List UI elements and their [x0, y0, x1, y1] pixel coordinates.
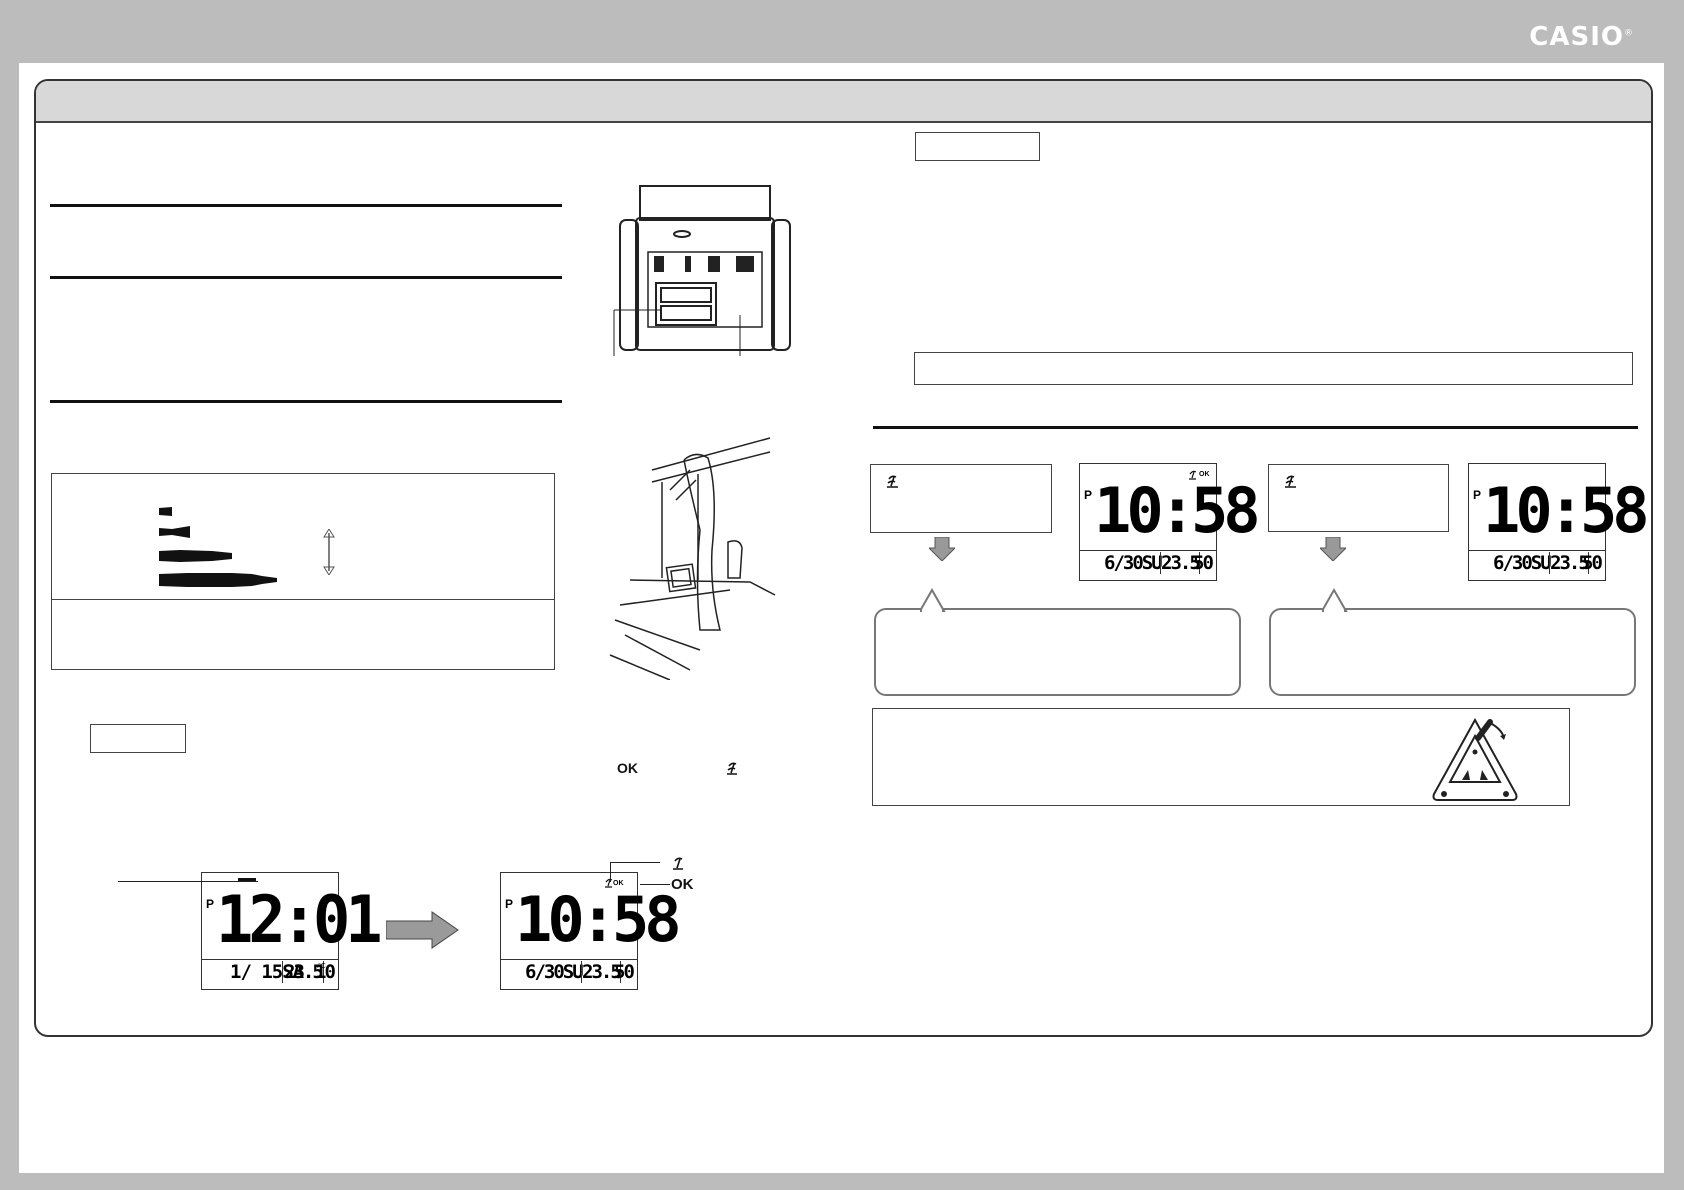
signal-bars-graphic: [159, 507, 277, 587]
bubble-pointer-1: [920, 588, 946, 612]
lcd-date: 6/30SU: [1104, 552, 1163, 574]
progress-arrow-icon: [386, 911, 459, 949]
signal-level-box: [51, 473, 555, 670]
up-down-arrow-icon: [323, 529, 335, 575]
antenna-icon: [727, 762, 737, 775]
lcd-status-success: P OK 10:58 6/30SU 23.5 50: [1079, 463, 1261, 581]
lcd-divider: [1080, 550, 1216, 551]
ok-callout-line: [640, 884, 670, 885]
label-box-right: [915, 132, 1040, 161]
lcd-temperature: 23.5: [282, 961, 324, 983]
lcd-am-pm: P: [505, 897, 514, 911]
antenna-icon: [1285, 475, 1296, 488]
ok-label: OK: [617, 760, 638, 776]
lcd-time: 10:58: [1483, 474, 1650, 547]
lcd-seconds: 50: [1193, 552, 1214, 574]
lcd-time: 12:01: [216, 881, 383, 958]
lcd-divider: [501, 959, 637, 960]
antenna-callout-icon: [673, 857, 683, 870]
speech-bubble-1: [874, 608, 1241, 696]
lcd-status-no-ok: P 10:58 6/30SU 23.5 50: [1468, 463, 1650, 581]
lcd-time: 10:58: [1094, 474, 1261, 547]
signal-level-3-bar: [159, 550, 232, 562]
lcd-date: 1/ 15SA: [230, 961, 304, 983]
lcd-temp-unit: °C: [318, 963, 326, 970]
antenna-callout-line: [610, 862, 660, 863]
lcd-temperature: 23.5: [581, 961, 622, 983]
lcd-seconds: 50: [614, 961, 635, 983]
lcd-am-pm: P: [206, 897, 215, 911]
signal-callout-line: [118, 881, 258, 882]
signal-level-1-bar: [159, 507, 172, 516]
bubble-pointer-2: [1322, 588, 1348, 612]
info-box-stand: [872, 708, 1570, 806]
lcd-am-pm: P: [1084, 488, 1093, 502]
stand-triangle-icon: [1432, 717, 1518, 801]
down-arrow-icon: [1320, 537, 1346, 561]
lcd-divider: [1469, 550, 1605, 551]
frame-header-bar: [36, 81, 1651, 123]
signal-level-2-bar: [159, 526, 190, 538]
ok-callout-label: OK: [671, 876, 694, 893]
lcd-antenna-icon: [605, 878, 613, 888]
lcd-antenna-icon: [1189, 470, 1197, 480]
lcd-seconds: 50: [1582, 552, 1603, 574]
lcd-date: 6/30SU: [1493, 552, 1552, 574]
lcd-divider: [202, 959, 338, 960]
status-box-2: [1268, 464, 1449, 532]
lcd-time: 10:58: [515, 883, 682, 956]
section-rule-1: [50, 204, 562, 207]
lcd-signal-bar: [238, 878, 256, 882]
lcd-temperature: 23.5: [1549, 552, 1590, 574]
speech-bubble-2: [1269, 608, 1636, 696]
lcd-seconds: 10: [315, 961, 336, 983]
lcd-ok-indicator: OK: [613, 880, 624, 887]
lcd-date: 6/30SU: [525, 961, 584, 983]
signal-level-4-bar: [159, 573, 277, 587]
lcd-ok-indicator: OK: [1199, 471, 1210, 478]
antenna-callout-drop: [610, 862, 611, 882]
note-bar: [914, 352, 1633, 385]
clock-back-illustration: [613, 185, 791, 356]
section-rule-3: [50, 400, 562, 403]
logo-text: CASIO: [1529, 22, 1624, 52]
right-section-rule: [873, 426, 1638, 429]
lcd-before: P 12:01 1/ 15SA 23.5 °C 10: [201, 872, 383, 990]
registered-mark: ®: [1624, 28, 1634, 39]
section-rule-2: [50, 276, 562, 279]
casio-logo: CASIO®: [1529, 22, 1634, 52]
lcd-temperature: 23.5: [1160, 552, 1201, 574]
lcd-am-pm: P: [1473, 488, 1482, 502]
down-arrow-icon: [929, 537, 955, 561]
antenna-icon: [887, 475, 898, 488]
lcd-after: P OK 10:58 6/30SU 23.5 50: [500, 872, 682, 990]
status-box-1: [870, 464, 1052, 533]
window-placement-illustration: [609, 437, 776, 680]
label-box-left: [90, 724, 186, 753]
signal-box-divider: [52, 599, 554, 600]
